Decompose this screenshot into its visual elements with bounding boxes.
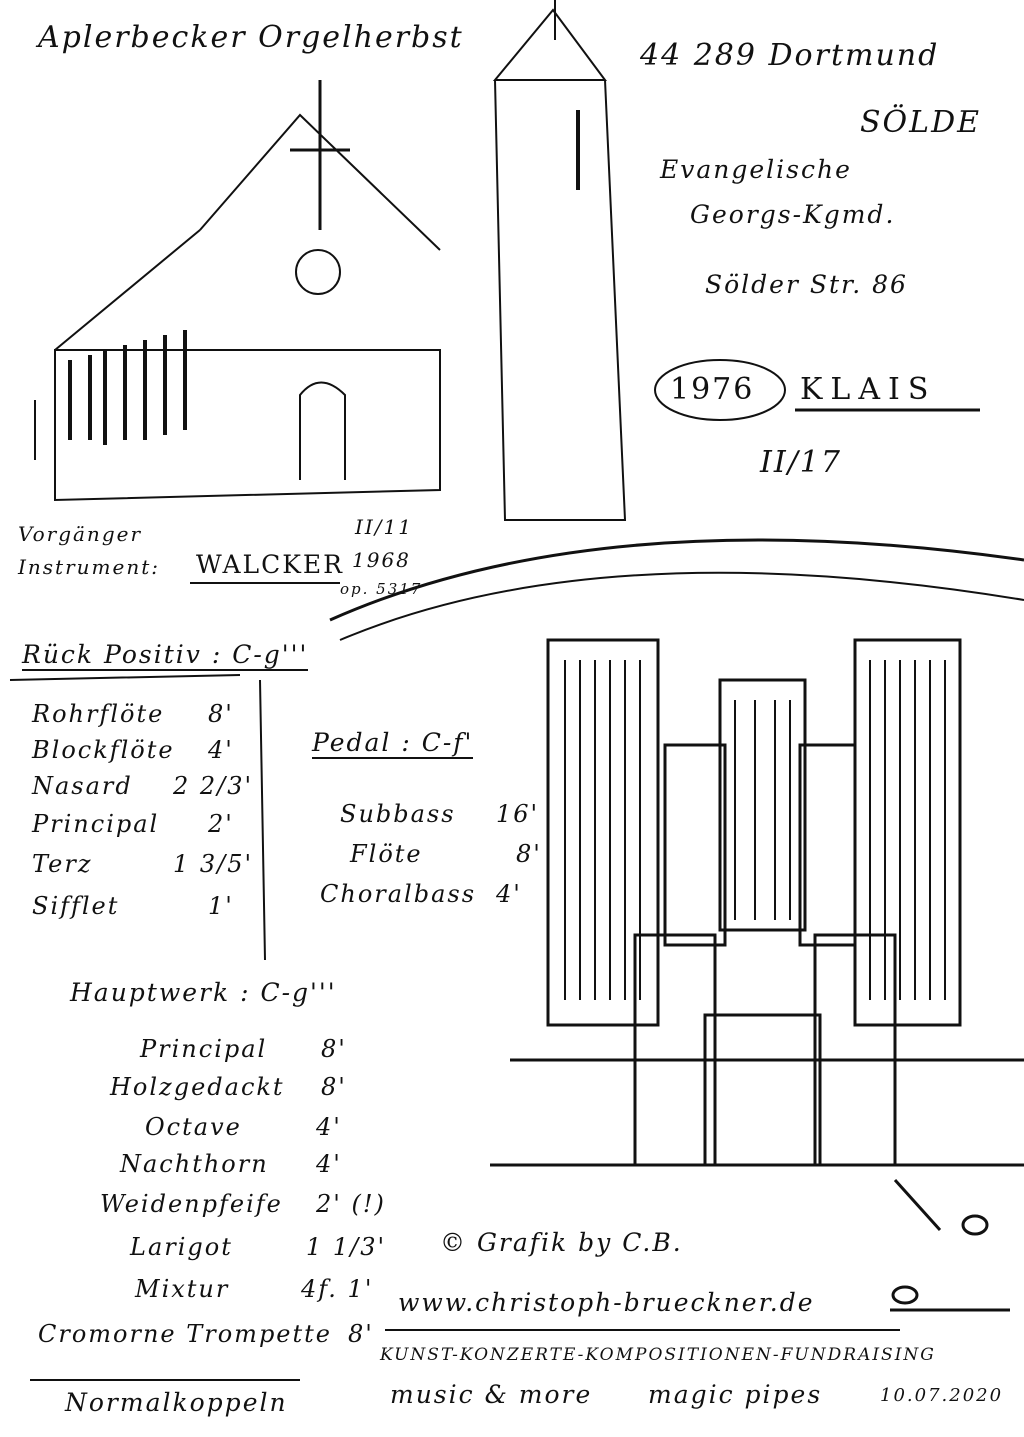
stop-text: 8': [321, 1073, 347, 1101]
parish-line2: Georgs-Kgmd.: [690, 200, 896, 229]
predecessor-builder: WALCKER: [196, 550, 344, 579]
stop-text: Flöte: [350, 840, 423, 868]
stop-text: Cromorne Trompette: [38, 1320, 332, 1348]
stop-text: 2' (!): [316, 1190, 386, 1218]
predecessor-year: 1968: [352, 548, 411, 572]
stop-text: Terz: [32, 850, 93, 878]
stop-text: Octave: [145, 1113, 242, 1141]
title: Aplerbecker Orgelherbst: [38, 20, 464, 55]
stop: Sifflet 1': [32, 892, 234, 920]
footer-date: 10.07.2020: [880, 1385, 1004, 1406]
tagline: KUNST-KONZERTE-KOMPOSITIONEN-FUNDRAISING: [380, 1345, 936, 1365]
credit: © Grafik by C.B.: [440, 1228, 683, 1257]
stop-text: Weidenpfeife: [100, 1190, 283, 1218]
stop-text: Rohrflöte: [32, 700, 165, 728]
street: Sölder Str. 86: [705, 270, 908, 299]
zip-city: 44 289 Dortmund: [640, 38, 940, 73]
stop-text: Larigot: [130, 1233, 233, 1261]
district: SÖLDE: [860, 105, 982, 140]
stop: Cromorne Trompette 8': [38, 1320, 374, 1348]
stop-text: Principal: [140, 1035, 268, 1063]
pedal-heading: Pedal : C-f': [312, 728, 474, 759]
stop-text: Holzgedackt: [110, 1073, 285, 1101]
stop-text: 1 1/3': [306, 1233, 387, 1261]
organ-year: 1976: [670, 372, 755, 407]
stop: Flöte 8': [350, 840, 542, 868]
stop-text: 16': [496, 800, 540, 828]
predecessor-label2: Instrument:: [18, 555, 160, 579]
stop: Holzgedackt 8': [110, 1073, 347, 1101]
stop: Octave 4': [145, 1113, 342, 1141]
stop-text: 4': [316, 1150, 342, 1178]
stop-text: Mixtur: [135, 1275, 230, 1303]
stop-text: 4': [496, 880, 522, 908]
organ-builder: KLAIS: [800, 372, 937, 407]
hauptwerk-heading: Hauptwerk : C-g''': [70, 978, 337, 1007]
predecessor-label1: Vorgänger: [18, 522, 143, 546]
stop-text: 2 2/3': [173, 772, 254, 800]
predecessor-size: II/11: [355, 515, 413, 539]
organ-size: II/17: [760, 445, 842, 480]
predecessor-opus: op. 5317: [340, 580, 423, 598]
stop-text: Principal: [32, 810, 160, 838]
stop-text: Nachthorn: [120, 1150, 269, 1178]
stop-text: Nasard: [32, 772, 133, 800]
stop-text: Sifflet: [32, 892, 120, 920]
stop-text: Blockflöte: [32, 736, 175, 764]
stop-text: Subbass: [340, 800, 456, 828]
stop: Choralbass 4': [320, 880, 522, 908]
stop: Terz 1 3/5': [32, 850, 253, 878]
stop-text: 8': [321, 1035, 347, 1063]
footer-left: music & more: [390, 1380, 593, 1409]
year-circle: [654, 359, 786, 421]
stop-text: 8': [348, 1320, 374, 1348]
tower-drawing: [492, 0, 627, 521]
stop-text: 8': [208, 700, 234, 728]
stop-text: 4f. 1': [301, 1275, 374, 1303]
parish-line1: Evangelische: [660, 155, 852, 184]
stop: Subbass 16': [340, 800, 539, 828]
stop: Principal 8': [140, 1035, 347, 1063]
organ-drawing: [490, 638, 1024, 1167]
rueckpositiv-heading: Rück Positiv : C-g''': [22, 640, 309, 671]
stop: Mixtur 4f. 1': [135, 1275, 373, 1303]
stop-text: 1 3/5': [173, 850, 254, 878]
stop: Blockflöte 4': [32, 736, 234, 764]
footer-middle: magic pipes: [648, 1380, 823, 1409]
stop: Principal 2': [32, 810, 234, 838]
church-drawing: [34, 80, 441, 502]
website-link[interactable]: www.christoph-brueckner.de: [398, 1288, 815, 1317]
stop: Weidenpfeife 2' (!): [100, 1190, 386, 1218]
arch-drawing: [329, 538, 1024, 641]
couplers: Normalkoppeln: [65, 1388, 288, 1417]
stop-text: 8': [516, 840, 542, 868]
music-notes-drawing: [890, 1178, 1010, 1312]
stop-text: 4': [316, 1113, 342, 1141]
stop-text: Choralbass: [320, 880, 477, 908]
stop-text: 2': [208, 810, 234, 838]
stop: Nachthorn 4': [120, 1150, 342, 1178]
stop-text: 1': [208, 892, 234, 920]
stop-text: 4': [208, 736, 234, 764]
stop: Rohrflöte 8': [32, 700, 234, 728]
stop: Larigot 1 1/3': [130, 1233, 386, 1261]
stop: Nasard 2 2/3': [32, 772, 253, 800]
